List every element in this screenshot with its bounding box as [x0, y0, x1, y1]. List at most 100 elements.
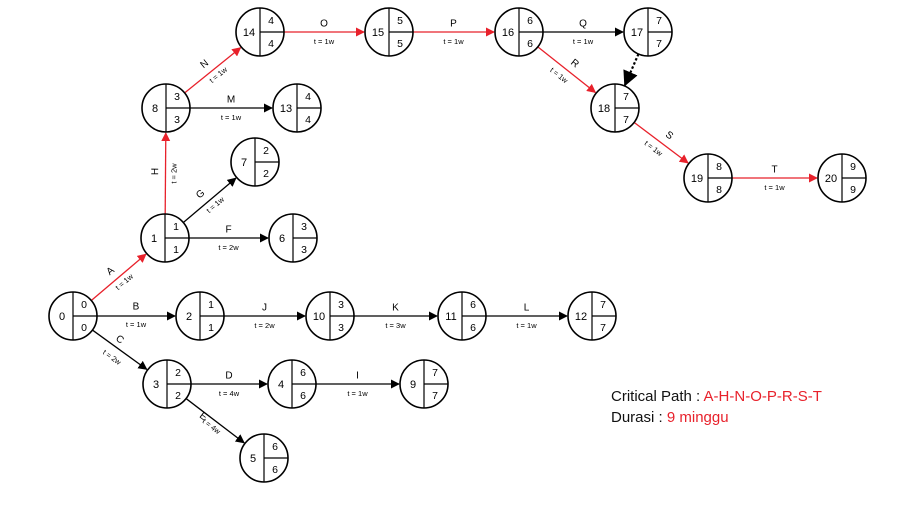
activity-name-label: R	[568, 57, 580, 70]
activity-g: Gt = 1w	[182, 177, 237, 224]
event-node-5: 5 6 6	[239, 433, 289, 483]
node-number: 2	[186, 311, 192, 323]
event-node-3: 322	[142, 359, 192, 409]
activity-name-label: B	[133, 302, 140, 313]
node-number: 5	[250, 453, 256, 465]
node-number: 19	[691, 173, 703, 185]
activity-name-label: P	[450, 19, 457, 30]
node-earliest-time: 7	[656, 15, 662, 27]
activity-name-label: N	[198, 58, 211, 71]
event-node-4: 466	[267, 359, 317, 409]
node-latest-time: 0	[81, 322, 87, 334]
node-earliest-time: 5	[397, 15, 403, 27]
activity-name-label: M	[227, 95, 235, 106]
activity-m: Mt = 1w	[190, 95, 273, 122]
event-node-2: 2 1 1	[175, 291, 225, 341]
node-number: 0	[59, 311, 65, 323]
node-earliest-time: 0	[81, 299, 87, 311]
activity-t: Tt = 1w	[732, 165, 818, 192]
node-latest-time: 3	[301, 244, 307, 256]
activity-duration-label: t = 2w	[218, 243, 239, 252]
event-nodes: 0001112113224665666337228339771033116612…	[48, 7, 867, 483]
node-number: 14	[243, 27, 255, 39]
activity-duration-label: t = 1w	[205, 195, 227, 215]
activity-arrow	[90, 253, 147, 301]
node-number: 8	[152, 103, 158, 115]
activity-duration-label: t = 2w	[169, 163, 178, 184]
activity-l: Lt = 1w	[486, 303, 568, 330]
node-latest-time: 6	[470, 322, 476, 334]
activity-b: Bt = 1w	[97, 302, 176, 329]
node-number: 3	[153, 379, 159, 391]
activity-name-label: K	[392, 303, 399, 314]
event-node-0: 0 0 0	[48, 291, 98, 341]
node-latest-time: 6	[527, 38, 533, 50]
activity-k: Kt = 3w	[354, 303, 438, 330]
node-latest-time: 7	[623, 114, 629, 126]
activity-a: At = 1w	[90, 253, 147, 301]
node-latest-time: 4	[305, 114, 311, 126]
activity-arrow	[182, 177, 237, 224]
node-earliest-time: 8	[716, 161, 722, 173]
node-latest-time: 6	[272, 464, 278, 476]
node-number: 18	[598, 103, 610, 115]
activity-name-label: S	[663, 129, 675, 142]
node-number: 12	[575, 311, 587, 323]
activity-name-label: D	[225, 371, 232, 382]
activity-arrow	[633, 121, 689, 164]
activity-name-label: C	[113, 333, 125, 346]
node-earliest-time: 6	[272, 441, 278, 453]
activity-j: Jt = 2w	[224, 303, 306, 330]
critical-path-line: Critical Path : A-H-N-O-P-R-S-T	[611, 386, 822, 407]
node-earliest-time: 4	[305, 91, 311, 103]
activity-duration-label: t = 1w	[221, 113, 242, 122]
node-latest-time: 6	[300, 390, 306, 402]
activity-duration-label: t = 1w	[643, 139, 665, 159]
activity-duration-label: t = 1w	[516, 321, 537, 330]
activity-duration-label: t = 1w	[126, 320, 147, 329]
node-latest-time: 9	[850, 184, 856, 196]
activity-duration-label: t = 4w	[201, 417, 223, 437]
node-latest-time: 5	[397, 38, 403, 50]
critical-path-value: A-H-N-O-P-R-S-T	[703, 388, 822, 405]
node-latest-time: 4	[268, 38, 274, 50]
activity-f: Ft = 2w	[189, 225, 269, 252]
node-number: 7	[241, 157, 247, 169]
activity-n: Nt = 1w	[184, 47, 242, 94]
node-earliest-time: 6	[527, 15, 533, 27]
dummy-activity-arrow	[623, 53, 640, 87]
activity-s: St = 1w	[633, 121, 689, 164]
activity-name-label: L	[524, 303, 530, 314]
node-earliest-time: 4	[268, 15, 274, 27]
node-latest-time: 8	[716, 184, 722, 196]
activity-q: Qt = 1w	[543, 19, 624, 46]
node-earliest-time: 2	[263, 145, 269, 157]
node-latest-time: 7	[432, 390, 438, 402]
duration-line: Durasi : 9 minggu	[611, 407, 822, 428]
activity-name-label: G	[194, 188, 207, 202]
node-earliest-time: 3	[338, 299, 344, 311]
activity-duration-label: t = 2w	[254, 321, 275, 330]
node-number: 10	[313, 311, 325, 323]
activity-e: Et = 4w	[185, 398, 245, 444]
activity-duration-label: t = 3w	[385, 321, 406, 330]
event-node-9: 977	[399, 359, 449, 409]
node-number: 16	[502, 27, 514, 39]
activity-duration-label: t = 4w	[219, 389, 240, 398]
activity-arrow	[161, 132, 171, 215]
node-earliest-time: 3	[174, 91, 180, 103]
duration-label: Durasi :	[611, 409, 663, 426]
node-earliest-time: 1	[208, 299, 214, 311]
node-latest-time: 3	[174, 114, 180, 126]
activity-duration-label: t = 1w	[764, 183, 785, 192]
node-latest-time: 1	[208, 322, 214, 334]
